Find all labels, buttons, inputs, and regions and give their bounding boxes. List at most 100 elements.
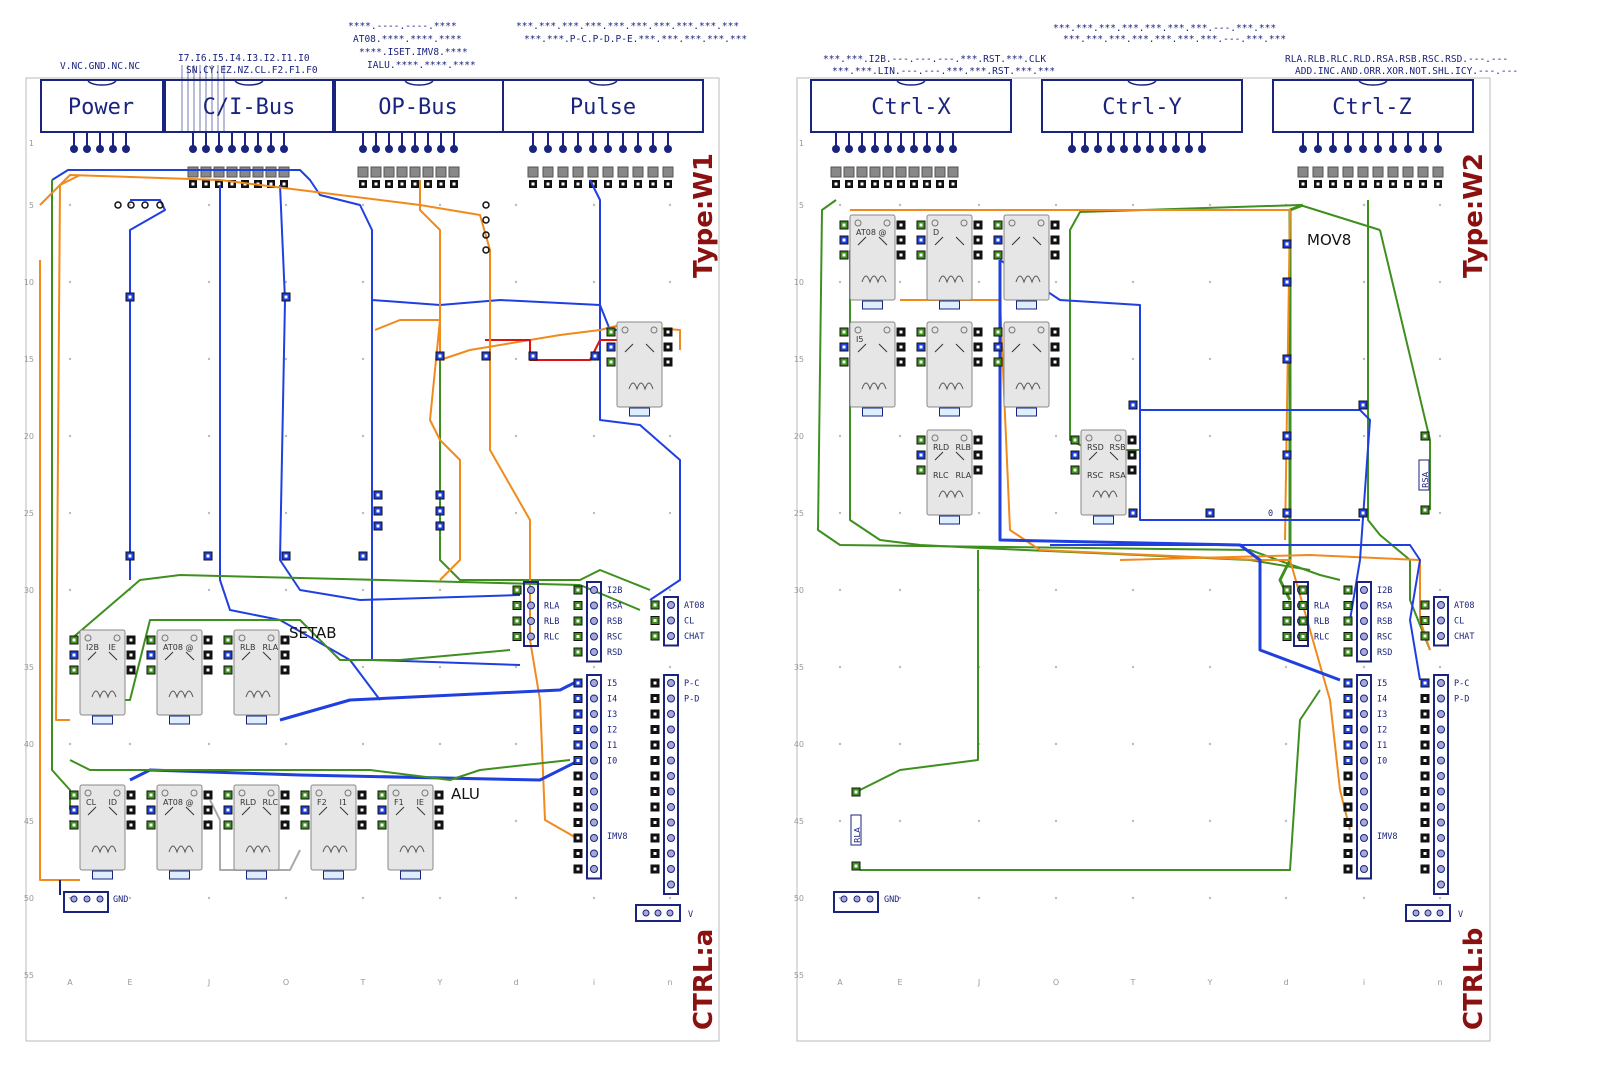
- relay-label: RLA: [263, 643, 279, 652]
- header-block: [882, 166, 894, 178]
- grid-dot: [1131, 896, 1135, 900]
- pin-hole: [1285, 619, 1289, 623]
- header-hole: [561, 182, 565, 186]
- header-pin: [667, 632, 675, 640]
- header-pin: [590, 725, 598, 734]
- grid-dot: [1054, 203, 1058, 207]
- pin-hole: [1130, 438, 1134, 442]
- ctrlz-pin-labels-2: ADD.INC.AND.ORR.XOR.NOT.SHL.ICY.---.---: [1295, 66, 1518, 77]
- relay-body: [849, 214, 896, 301]
- relay-dot: [854, 219, 862, 227]
- header-pin: [1437, 694, 1445, 703]
- header-pin-label: I3: [1377, 710, 1387, 720]
- pin-hole: [1285, 604, 1289, 607]
- pulse-pin-labels-2: ***.***.P-C.P-D.P-E.***.***.***.***.***: [524, 34, 747, 45]
- connector-pulse-notch: [588, 79, 618, 86]
- pin-hole: [72, 653, 76, 657]
- grid-dot: [514, 203, 518, 207]
- header-pin: [1360, 632, 1368, 641]
- header-pin: [667, 694, 675, 703]
- pin-hole: [1346, 759, 1350, 762]
- pin-hole: [653, 867, 657, 871]
- pin-pad-icon: [1404, 145, 1412, 153]
- v-pin: [666, 909, 674, 917]
- header-block: [357, 166, 369, 178]
- pin-pad-icon: [122, 145, 130, 153]
- header-pin: [1360, 648, 1368, 656]
- relay-contact: [164, 806, 195, 816]
- ctrly-pin-labels-1: ***.***.***.***.***.***.***.---.***.***: [1053, 23, 1276, 34]
- pin-hole: [976, 223, 980, 227]
- wire: [439, 320, 651, 591]
- pin-hole: [361, 554, 365, 558]
- relay-label: RSB: [1110, 443, 1126, 452]
- grid-dot: [1438, 434, 1442, 438]
- header-i: [586, 674, 602, 880]
- pin-hole: [1423, 774, 1427, 778]
- relay-contact: [934, 343, 965, 353]
- grid-dot: [1362, 434, 1366, 438]
- pin-hole: [129, 793, 133, 797]
- relay-label: RLB: [240, 643, 256, 652]
- pin-hole: [666, 330, 670, 334]
- header-hole: [191, 182, 195, 186]
- pin-hole: [996, 360, 1000, 364]
- relay-dot: [161, 634, 169, 642]
- ctrlx-pin-labels-1: ***.***.I2B.---.---.---.***.RST.***.CLK: [823, 54, 1046, 65]
- power-pin-labels: V.NC.GND.NC.NC: [60, 61, 140, 72]
- grid-dot: [438, 588, 442, 592]
- pulse-pin-labels-1: ***.***.***.***.***.***.***.***.***.***: [516, 21, 739, 32]
- pin-pad-icon: [1389, 145, 1397, 153]
- wire: [1069, 204, 1381, 520]
- pin-pad-icon: [96, 145, 104, 153]
- relay-dot: [883, 326, 891, 334]
- relay-body: [926, 214, 973, 301]
- grid-dot: [838, 511, 842, 515]
- grid-col-label: i: [593, 978, 595, 987]
- header-pin-label: RSD: [607, 648, 622, 658]
- pin-pad-icon: [254, 145, 262, 153]
- pin-hole: [576, 712, 580, 716]
- relay-coil: [245, 845, 271, 854]
- header-hole: [834, 182, 838, 186]
- relay-contact: [934, 236, 965, 246]
- grid-dot: [207, 280, 211, 284]
- header-hole: [636, 182, 640, 186]
- grid-dot: [977, 819, 981, 823]
- relay-dot: [960, 434, 968, 442]
- grid-dot: [361, 511, 365, 515]
- header-hole: [1361, 182, 1365, 186]
- pin-hole: [576, 743, 580, 747]
- gnd-pin: [70, 895, 78, 903]
- grid-dot: [284, 588, 288, 592]
- zero-label: 0: [1268, 509, 1273, 519]
- resistor-label: RSA: [1421, 471, 1430, 488]
- pin-hole: [1208, 511, 1212, 515]
- header-hole: [400, 182, 404, 186]
- header-pin-label: CHAT: [1454, 632, 1474, 642]
- pin-pad-icon: [398, 145, 406, 153]
- header-hole: [886, 182, 890, 186]
- grid-col-label: n: [1437, 978, 1442, 987]
- header-pin-label: I1: [1377, 741, 1387, 751]
- wire: [485, 339, 620, 361]
- v-pin: [1424, 909, 1432, 917]
- grid-dot: [592, 896, 596, 900]
- pin-hole: [72, 823, 76, 827]
- grid-dot: [898, 896, 902, 900]
- pin-pad-icon: [83, 145, 91, 153]
- pin-hole: [899, 238, 903, 242]
- relay-coil: [1092, 490, 1118, 499]
- pin-hole: [919, 468, 923, 472]
- relay-diode: [92, 870, 113, 880]
- pin-hole: [653, 790, 657, 793]
- pin-pad-icon: [1159, 145, 1167, 153]
- pin-hole: [976, 253, 980, 257]
- pin-hole: [1423, 743, 1427, 747]
- pin-hole: [1346, 697, 1350, 700]
- pin-hole: [1346, 867, 1350, 871]
- pin-hole: [1130, 453, 1134, 457]
- pin-hole: [919, 345, 923, 349]
